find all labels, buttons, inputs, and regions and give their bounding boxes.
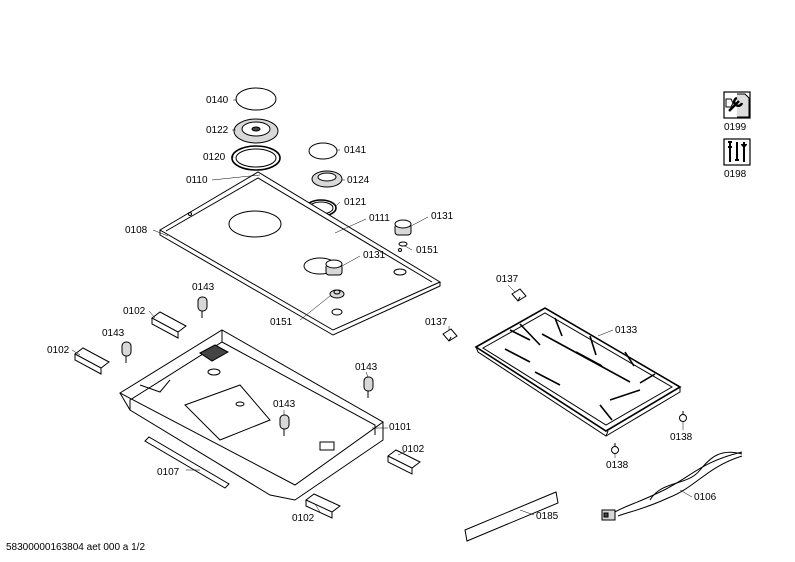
label-0143-c[interactable]: 0143	[355, 362, 378, 373]
label-0121[interactable]: 0121	[344, 197, 367, 208]
label-0108[interactable]: 0108	[125, 225, 148, 236]
part-0143-pin-c[interactable]	[363, 376, 374, 398]
label-0110[interactable]: 0110	[186, 175, 208, 186]
label-0101[interactable]: 0101	[389, 422, 412, 433]
part-0107-strip[interactable]	[144, 436, 230, 489]
label-0198[interactable]: 0198	[724, 169, 747, 180]
label-0138-b[interactable]: 0138	[606, 460, 629, 471]
label-0185[interactable]: 0185	[536, 511, 559, 522]
part-0137-clip-a[interactable]	[511, 288, 527, 302]
label-0102-d[interactable]: 0102	[292, 513, 315, 524]
part-0140-cap-ring[interactable]	[235, 87, 277, 111]
label-0141[interactable]: 0141	[344, 145, 367, 156]
label-0120[interactable]: 0120	[203, 152, 226, 163]
label-0122[interactable]: 0122	[206, 125, 229, 136]
label-0124[interactable]: 0124	[347, 175, 370, 186]
label-0138-a[interactable]: 0138	[670, 432, 693, 443]
label-0131-lower[interactable]: 0131	[363, 250, 386, 261]
part-0137-clip-b[interactable]	[442, 328, 458, 342]
label-0137-a[interactable]: 0137	[496, 274, 519, 285]
label-0111[interactable]: 0111	[369, 213, 390, 224]
wrench-document-icon[interactable]	[723, 91, 751, 119]
part-0124-small-burner[interactable]	[311, 170, 343, 188]
part-0106-cable[interactable]	[601, 451, 743, 521]
part-0102-bracket-d[interactable]	[305, 493, 341, 519]
part-0141-cap[interactable]	[308, 142, 338, 160]
part-0185-label-sticker[interactable]	[464, 491, 559, 542]
label-0143-b[interactable]: 0143	[102, 328, 125, 339]
part-0131-knob-upper[interactable]	[394, 219, 412, 247]
part-0101-housing[interactable]	[118, 329, 384, 501]
part-0122-burner-cap[interactable]	[233, 118, 279, 144]
part-0120-ring[interactable]	[231, 145, 281, 171]
label-0199[interactable]: 0199	[724, 122, 747, 133]
part-0138-foot-a[interactable]	[679, 411, 687, 422]
label-0140[interactable]: 0140	[206, 95, 229, 106]
document-footer-code: 58300000163804 aet 000 a 1/2	[6, 542, 146, 553]
part-0102-bracket-c[interactable]	[387, 449, 421, 475]
part-0102-bracket-a[interactable]	[151, 311, 187, 339]
label-0151-lower[interactable]: 0151	[270, 317, 293, 328]
label-0137-b[interactable]: 0137	[425, 317, 448, 328]
label-0107[interactable]: 0107	[157, 467, 180, 478]
label-0133[interactable]: 0133	[615, 325, 638, 336]
label-0106[interactable]: 0106	[694, 492, 717, 503]
part-0143-pin-b[interactable]	[121, 341, 132, 363]
label-0102-b[interactable]: 0102	[47, 345, 70, 356]
part-0143-pin-a[interactable]	[197, 296, 208, 318]
tools-document-icon[interactable]	[723, 138, 751, 166]
part-0133-pan-support[interactable]	[474, 307, 682, 437]
label-0151-upper[interactable]: 0151	[416, 245, 439, 256]
label-0143-d[interactable]: 0143	[273, 399, 296, 410]
label-0143-a[interactable]: 0143	[192, 282, 215, 293]
part-0151-knob-base[interactable]	[329, 289, 345, 299]
part-0138-foot-b[interactable]	[611, 443, 619, 454]
label-0131-upper[interactable]: 0131	[431, 211, 454, 222]
leader-lines-bottom	[71, 284, 693, 516]
part-0131-knob-lower[interactable]	[325, 259, 343, 276]
part-0102-bracket-b[interactable]	[74, 347, 110, 375]
leader-lines-top	[152, 99, 429, 321]
part-0143-pin-d[interactable]	[279, 414, 290, 436]
label-0102-a[interactable]: 0102	[123, 306, 146, 317]
label-0102-c[interactable]: 0102	[402, 444, 425, 455]
